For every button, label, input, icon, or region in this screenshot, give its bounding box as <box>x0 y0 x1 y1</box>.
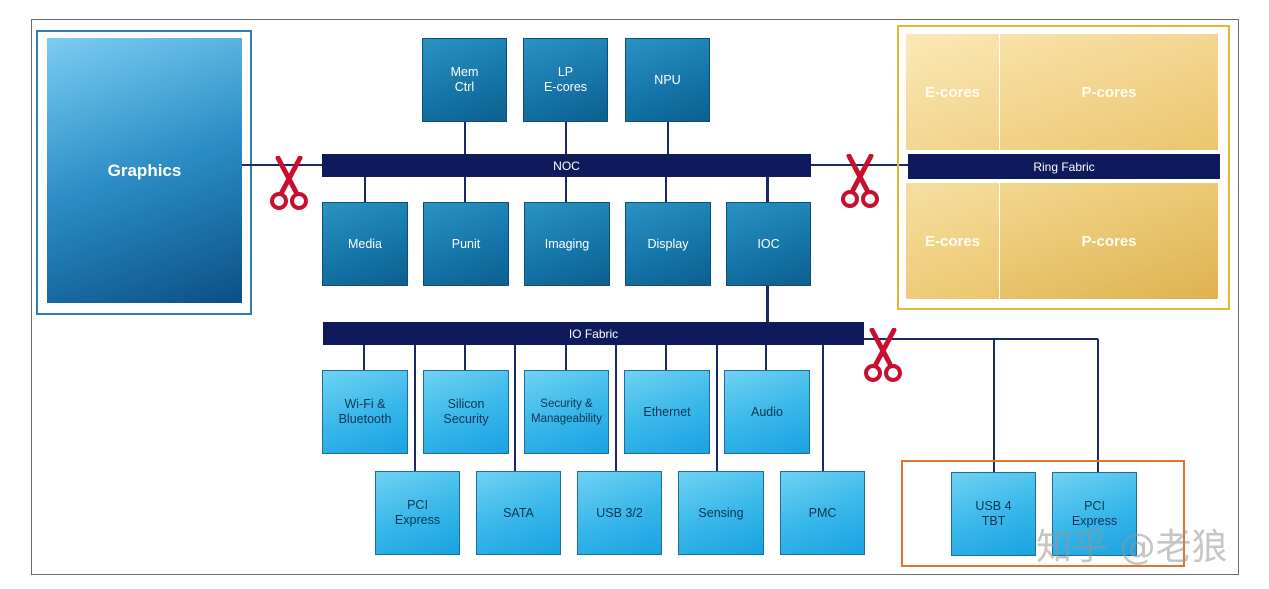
silicon-security-block: Silicon Security <box>423 370 509 454</box>
scissors-icon <box>270 156 308 210</box>
connector <box>766 177 769 202</box>
audio-block: Audio <box>724 370 810 454</box>
connector <box>665 177 667 202</box>
e-cores-top: E-cores <box>906 34 999 150</box>
ioc-iofabric-link <box>766 286 769 322</box>
connector <box>565 345 567 370</box>
connector <box>565 177 567 202</box>
connector <box>464 177 466 202</box>
pci-express-block: PCI Express <box>375 471 460 555</box>
connector <box>765 345 767 370</box>
connector <box>364 177 366 202</box>
connector <box>667 122 669 154</box>
pmc-block: PMC <box>780 471 865 555</box>
sensing-block: Sensing <box>678 471 764 555</box>
usb-3-2-block: USB 3/2 <box>577 471 662 555</box>
display-block: Display <box>625 202 711 286</box>
ioc-block: IOC <box>726 202 811 286</box>
sata-block: SATA <box>476 471 561 555</box>
security-manageability-block: Security & Manageability <box>524 370 609 454</box>
p-cores-top: P-cores <box>1000 34 1218 150</box>
p-cores-bottom: P-cores <box>1000 183 1218 299</box>
graphics-frame <box>36 30 252 315</box>
imaging-block: Imaging <box>524 202 610 286</box>
media-block: Media <box>322 202 408 286</box>
punit-block: Punit <box>423 202 509 286</box>
noc-ring-link <box>811 164 908 166</box>
wifi-bluetooth-block: Wi-Fi & Bluetooth <box>322 370 408 454</box>
lp-e-cores-block: LP E-cores <box>523 38 608 122</box>
connector <box>716 345 718 471</box>
connector <box>565 122 567 154</box>
io-fabric-extension <box>864 338 1098 340</box>
usb4-tbt-block: USB 4 TBT <box>951 472 1036 556</box>
mem-ctrl-block: Mem Ctrl <box>422 38 507 122</box>
connector <box>993 339 995 472</box>
scissors-icon <box>841 154 879 208</box>
scissors-icon <box>864 328 902 382</box>
connector <box>464 345 466 370</box>
connector <box>363 345 365 370</box>
connector <box>514 345 516 471</box>
io-fabric-bar: IO Fabric <box>323 322 864 345</box>
e-cores-bottom: E-cores <box>906 183 999 299</box>
connector <box>1097 339 1099 472</box>
graphics-block: Graphics <box>47 38 242 303</box>
cpu-cluster-frame <box>897 25 1230 310</box>
noc-bar: NOC <box>322 154 811 177</box>
pci-express-ext-block: PCI Express <box>1052 472 1137 556</box>
npu-block: NPU <box>625 38 710 122</box>
ethernet-block: Ethernet <box>624 370 710 454</box>
diagram-frame <box>31 19 1239 575</box>
connector <box>464 122 466 154</box>
connector <box>414 345 416 471</box>
connector <box>665 345 667 370</box>
ring-fabric-bar: Ring Fabric <box>908 154 1220 179</box>
connector <box>822 345 824 471</box>
io-extension-frame <box>901 460 1185 567</box>
watermark: 知乎 @老狼 <box>1036 527 1228 568</box>
connector <box>615 345 617 471</box>
